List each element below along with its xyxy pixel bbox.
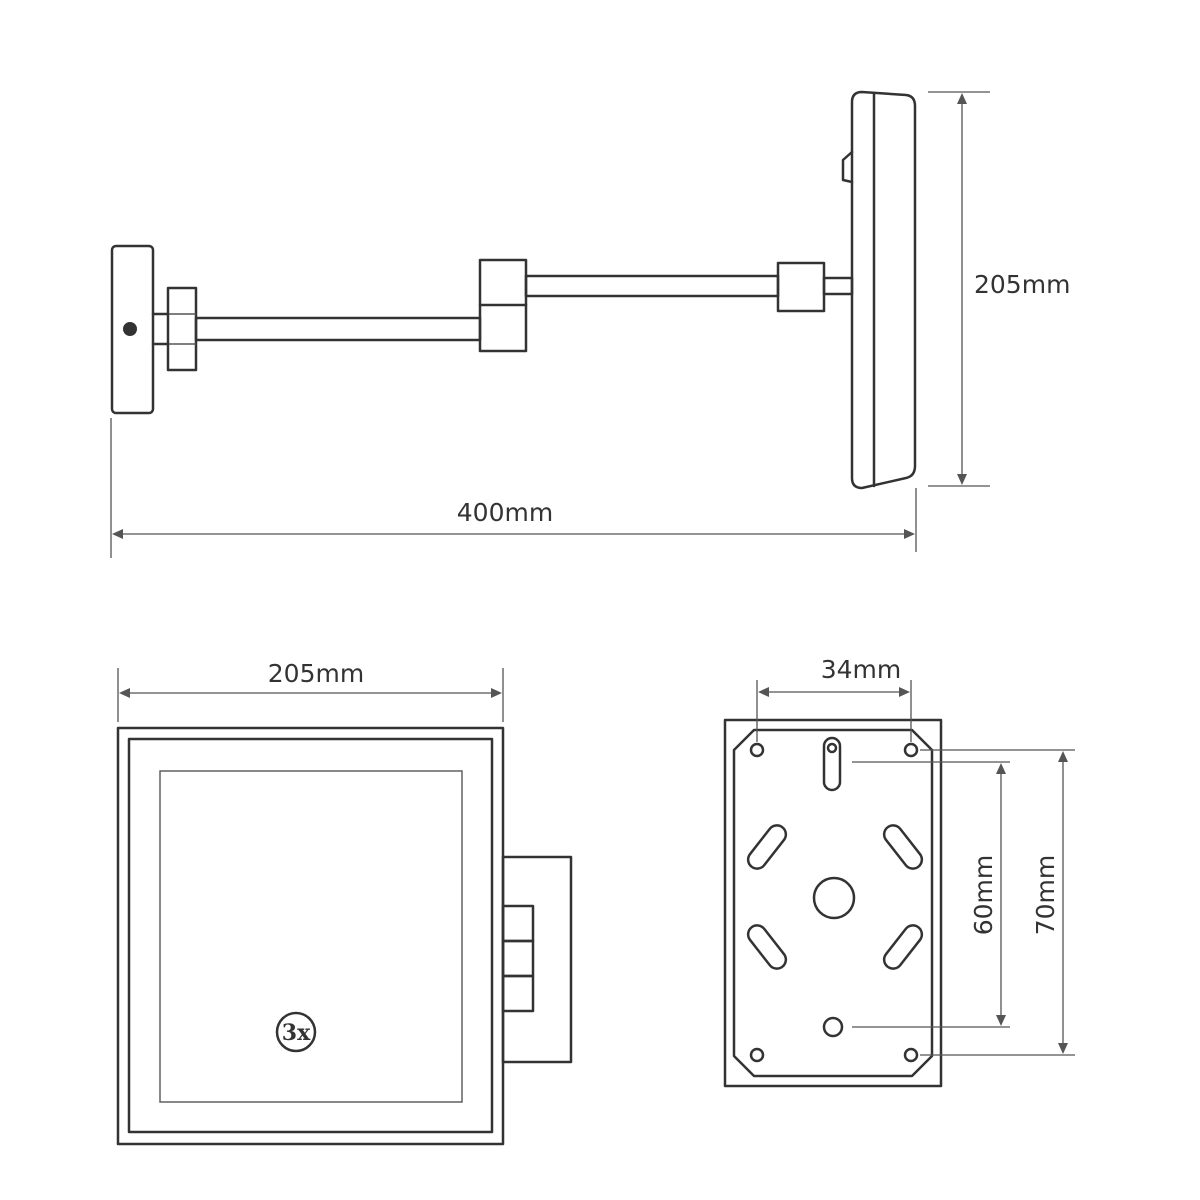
hole-spacing-dimension: 34mm bbox=[756, 655, 912, 742]
width-dimension: 400mm bbox=[110, 418, 917, 558]
switch-icon bbox=[841, 150, 854, 184]
arm-upper bbox=[524, 274, 780, 298]
mirror-head-side bbox=[850, 90, 917, 490]
outer-height-label: 70mm bbox=[1031, 855, 1060, 936]
center-hole bbox=[812, 876, 856, 920]
front-width-dimension: 205mm bbox=[117, 659, 504, 722]
slot-upper-left bbox=[746, 824, 788, 870]
corner-hole-top-right bbox=[903, 742, 919, 758]
mirror-inner-frame bbox=[127, 737, 494, 1134]
mount-plate-inner bbox=[732, 728, 934, 1078]
mirror-joint-block bbox=[776, 261, 826, 313]
height-dimension: 205mm bbox=[928, 91, 1070, 487]
magnification-badge bbox=[275, 1011, 317, 1053]
top-slot bbox=[822, 736, 842, 792]
mirror-glass bbox=[159, 770, 463, 1103]
bottom-hole bbox=[822, 1016, 844, 1038]
side-view: 205mm 400mm bbox=[110, 90, 1070, 558]
mirror-outer-frame bbox=[116, 726, 505, 1146]
corner-hole-top-left bbox=[749, 742, 765, 758]
slot-lower-right bbox=[882, 924, 924, 970]
front-arm-block-2 bbox=[501, 939, 535, 978]
front-arm-block-1 bbox=[501, 904, 535, 943]
magnification-label: 3x bbox=[282, 1020, 311, 1046]
width-label: 400mm bbox=[457, 498, 553, 527]
base-screw-dot bbox=[123, 322, 137, 336]
wall-base bbox=[110, 244, 155, 415]
corner-hole-bottom-left bbox=[749, 1047, 765, 1063]
front-view: 3x 205mm bbox=[116, 659, 573, 1146]
hole-spacing-label: 34mm bbox=[821, 655, 902, 684]
inner-height-dimension: 60mm bbox=[852, 761, 1010, 1028]
mount-plate: 34mm 60mm 70mm bbox=[723, 655, 1075, 1088]
front-width-label: 205mm bbox=[268, 659, 364, 688]
height-label: 205mm bbox=[974, 270, 1070, 299]
inner-height-label: 60mm bbox=[969, 855, 998, 936]
outer-height-dimension: 70mm bbox=[920, 749, 1075, 1056]
slot-lower-left bbox=[746, 924, 788, 970]
front-arm-plate bbox=[501, 855, 573, 1064]
base-joint-block bbox=[166, 286, 198, 372]
mirror-stem bbox=[822, 276, 854, 296]
corner-hole-bottom-right bbox=[903, 1047, 919, 1063]
mount-plate-outer bbox=[723, 718, 943, 1088]
arm-lower bbox=[194, 316, 482, 342]
slot-upper-right bbox=[882, 824, 924, 870]
front-arm-block-3 bbox=[501, 974, 535, 1013]
